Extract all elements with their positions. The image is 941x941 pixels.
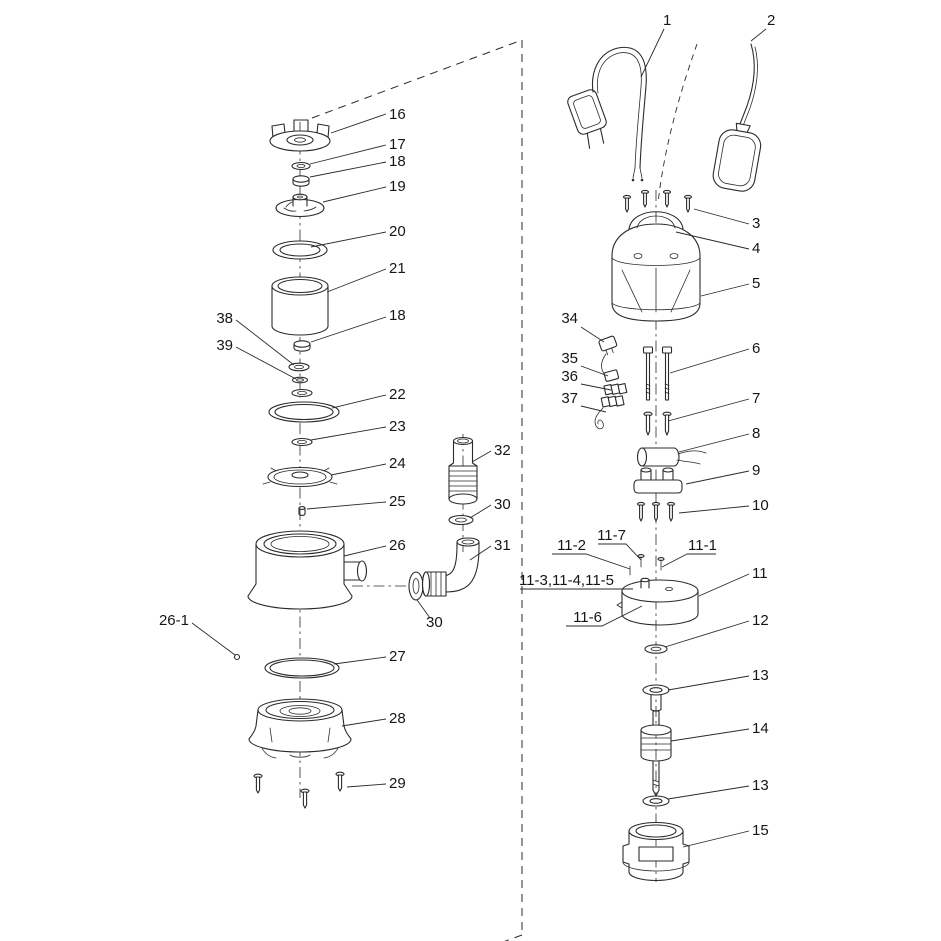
part-21-pump-chamber <box>271 276 329 336</box>
callout-25: 25 <box>389 493 406 510</box>
part-17-washer <box>291 161 311 171</box>
callout-30b: 30 <box>426 614 443 631</box>
callout-7: 7 <box>752 390 760 407</box>
callout-28: 28 <box>389 710 406 727</box>
part-31-elbow-fitting <box>421 537 480 597</box>
callout-11: 11 <box>752 565 768 582</box>
callout-8: 8 <box>752 425 760 442</box>
part-3-4-housing-screws <box>622 189 693 213</box>
part-26-1-plug <box>233 653 241 661</box>
callout-22: 22 <box>389 386 406 403</box>
part-13-bearing-lower <box>642 795 670 807</box>
callout-5: 5 <box>752 275 760 292</box>
callout-15: 15 <box>752 822 769 839</box>
callout-1: 1 <box>663 12 671 29</box>
callout-18a: 18 <box>389 153 406 170</box>
part-19-impeller <box>275 193 325 218</box>
callout-13a: 13 <box>752 667 769 684</box>
callout-9: 9 <box>752 462 760 479</box>
callout-19: 19 <box>389 178 406 195</box>
part-23-washer <box>291 437 313 447</box>
small-washer <box>291 388 313 398</box>
part-12-washer <box>644 644 668 654</box>
part-1-power-cord <box>567 46 647 182</box>
callout-23: 23 <box>389 418 406 435</box>
part-27-o-ring <box>264 657 340 679</box>
part-22-gasket <box>268 401 340 423</box>
callout-36: 36 <box>561 368 578 385</box>
callout-4: 4 <box>752 240 760 257</box>
part-38-washer <box>288 362 310 372</box>
part-10-screws <box>636 501 676 522</box>
callout-29: 29 <box>389 775 406 792</box>
leader-lines <box>191 28 767 848</box>
part-30-flange-gasket <box>408 571 424 601</box>
callout-35: 35 <box>561 350 578 367</box>
callout-17: 17 <box>389 136 406 153</box>
part-15-stator <box>622 821 690 882</box>
callout-11-6: 11-6 <box>573 609 602 626</box>
callout-13b: 13 <box>752 777 769 794</box>
part-35-terminal <box>603 369 620 382</box>
callout-32: 32 <box>494 442 511 459</box>
callout-11-7: 11-7 <box>597 527 626 544</box>
part-32-hose-adapter <box>448 436 478 505</box>
callout-6: 6 <box>752 340 760 357</box>
part-7-screws <box>643 411 672 436</box>
callout-24: 24 <box>389 455 406 472</box>
part-24-diffuser-plate <box>262 466 338 488</box>
part-11-bearing-cover <box>616 554 699 626</box>
dashed-boundary <box>311 39 523 941</box>
part-18-nut-upper <box>292 175 310 187</box>
part-30-washer <box>448 514 474 526</box>
callout-31: 31 <box>494 537 511 554</box>
callout-16: 16 <box>389 106 406 123</box>
part-16-motor-cap <box>269 119 331 152</box>
part-18-nut-lower <box>293 340 311 352</box>
callout-11-1: 11-1 <box>688 537 717 554</box>
callout-11-2: 11-2 <box>557 537 586 554</box>
callout-18b: 18 <box>389 307 406 324</box>
part-29-screws <box>253 771 345 809</box>
callout-26: 26 <box>389 537 406 554</box>
callout-27: 27 <box>389 648 406 665</box>
part-2-float-switch <box>657 43 762 204</box>
part-9-terminal-bracket <box>633 467 683 494</box>
part-39-washer <box>291 376 309 384</box>
part-6-studs <box>642 346 673 401</box>
callout-26-1: 26-1 <box>159 612 189 629</box>
callout-37: 37 <box>561 390 578 407</box>
part-14-rotor-shaft <box>640 710 672 797</box>
callout-2: 2 <box>767 12 775 29</box>
callout-12: 12 <box>752 612 769 629</box>
part-26-volute-housing <box>247 530 368 610</box>
callout-11-3-4-5: 11-3,11-4,11-5 <box>519 572 614 589</box>
part-28-strainer-base <box>248 698 352 759</box>
callout-labels: 16 17 18 19 20 21 18 22 23 24 25 26 27 2… <box>159 12 775 839</box>
part-5-motor-housing <box>611 211 701 322</box>
callout-14: 14 <box>752 720 769 737</box>
part-25-pin <box>298 506 306 516</box>
part-36-terminal-block <box>600 383 628 408</box>
part-20-seal-ring <box>272 240 328 260</box>
callout-34: 34 <box>561 310 578 327</box>
callout-38: 38 <box>216 310 233 327</box>
part-37-wire <box>594 407 604 430</box>
part-8-capacitor <box>636 447 707 467</box>
callout-30a: 30 <box>494 496 511 513</box>
callout-3: 3 <box>752 215 760 232</box>
center-axes <box>299 122 657 882</box>
callout-39: 39 <box>216 337 233 354</box>
callout-20: 20 <box>389 223 406 240</box>
callout-10: 10 <box>752 497 769 514</box>
callout-21: 21 <box>389 260 406 277</box>
